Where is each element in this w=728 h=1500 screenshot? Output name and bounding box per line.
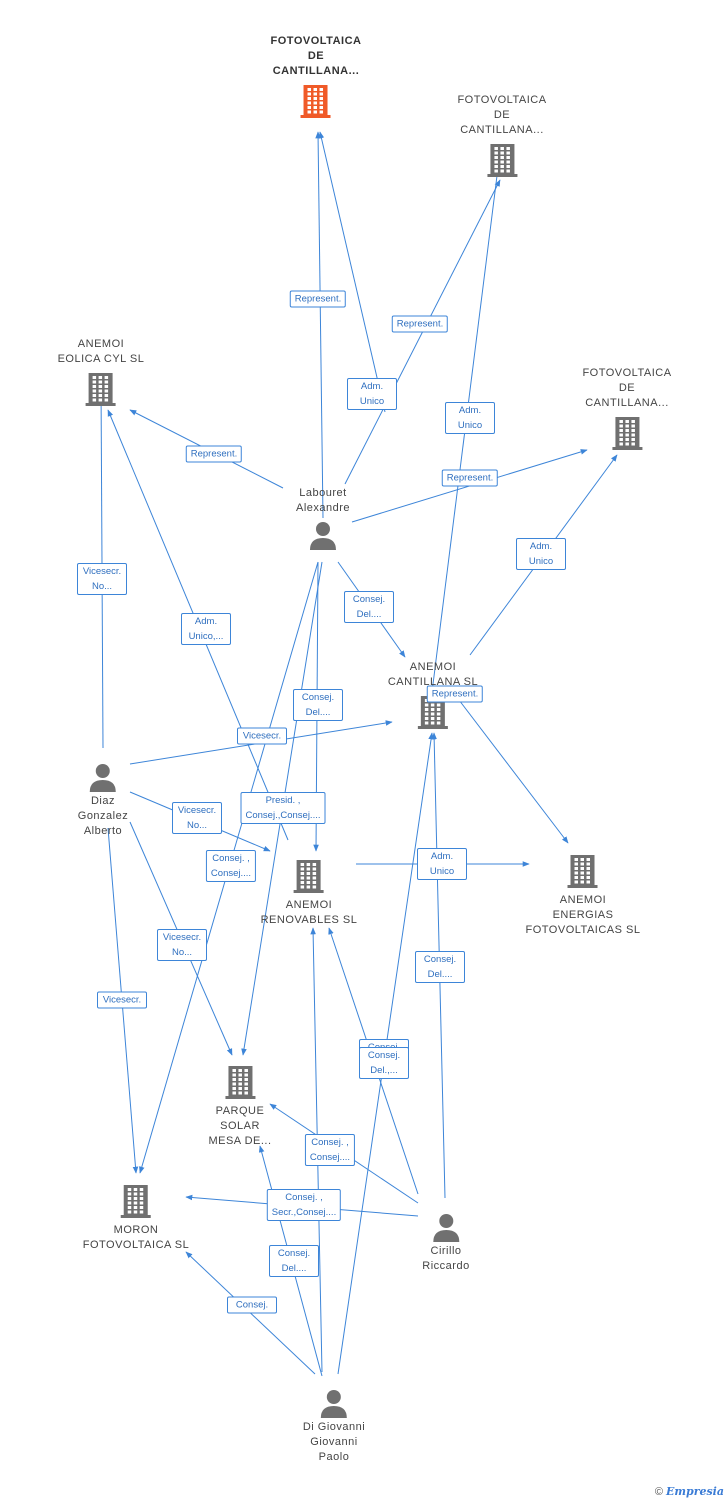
node-name[interactable]: ANEMOI EOLICA CYL SL	[57, 338, 145, 365]
edge-label[interactable]: Vicesecr. No...	[172, 802, 222, 834]
edge-label[interactable]: Represent.	[289, 290, 347, 308]
node-name[interactable]: ANEMOI RENOVABLES SL	[260, 899, 358, 926]
edge-label[interactable]: Adm. Unico	[417, 848, 467, 880]
company-node-renovables[interactable]: ANEMOI RENOVABLES SL	[261, 858, 358, 928]
node-name[interactable]: PARQUE SOLAR MESA DE...	[208, 1105, 272, 1147]
company-node-energias[interactable]: ANEMOI ENERGIAS FOTOVOLTAICAS SL	[526, 853, 641, 938]
company-node-fc1[interactable]: FOTOVOLTAICA DE CANTILLANA...	[271, 34, 362, 119]
person-node-labouret[interactable]: Labouret Alexandre	[296, 486, 350, 550]
edge-label[interactable]: Adm. Unico	[347, 378, 397, 410]
edge-label[interactable]: Represent.	[185, 445, 243, 463]
edge-label[interactable]: Consej.	[227, 1296, 277, 1314]
edge-label[interactable]: Consej. , Consej....	[205, 850, 257, 882]
person-icon[interactable]	[78, 762, 128, 792]
person-node-cirillo[interactable]: Cirillo Riccardo	[422, 1212, 469, 1274]
edge-label[interactable]: Vicesecr.	[237, 727, 287, 745]
relationship-edge	[315, 131, 324, 519]
node-name[interactable]: Di Giovanni Giovanni Paolo	[302, 1421, 366, 1463]
company-node-fc2[interactable]: FOTOVOLTAICA DE CANTILLANA...	[457, 93, 546, 178]
person-icon[interactable]	[422, 1212, 469, 1242]
edge-label[interactable]: Vicesecr. No...	[157, 929, 207, 961]
edge-label[interactable]: Consej. , Consej....	[304, 1134, 356, 1166]
edge-label[interactable]: Vicesecr. No...	[77, 563, 127, 595]
node-name[interactable]: MORON FOTOVOLTAICA SL	[82, 1224, 190, 1251]
building-icon[interactable]	[582, 415, 671, 451]
edge-label[interactable]: Presid. , Consej.,Consej....	[240, 792, 326, 824]
building-icon[interactable]	[58, 371, 145, 407]
relationship-edge	[318, 131, 386, 413]
building-icon[interactable]	[457, 142, 546, 178]
footer: © Empresia	[655, 1485, 724, 1498]
node-name[interactable]: ANEMOI CANTILLANA SL	[387, 661, 479, 688]
copyright-symbol: ©	[654, 1486, 663, 1498]
building-icon[interactable]	[271, 83, 362, 119]
edge-label[interactable]: Adm. Unico	[516, 538, 566, 570]
person-node-diaz[interactable]: Diaz Gonzalez Alberto	[78, 762, 128, 839]
brand-logo[interactable]: Empresia	[665, 1485, 724, 1498]
node-name[interactable]: Diaz Gonzalez Alberto	[77, 795, 129, 837]
edge-label[interactable]: Consej. Del.,...	[359, 1047, 409, 1079]
building-icon[interactable]	[261, 858, 358, 894]
building-icon[interactable]	[83, 1183, 190, 1219]
edge-label[interactable]: Adm. Unico,...	[181, 613, 231, 645]
node-name[interactable]: FOTOVOLTAICA DE CANTILLANA...	[582, 367, 672, 409]
edge-label[interactable]: Vicesecr.	[97, 991, 147, 1009]
person-icon[interactable]	[303, 1388, 365, 1418]
company-node-moron[interactable]: MORON FOTOVOLTAICA SL	[83, 1183, 190, 1253]
edge-label[interactable]: Consej. Del....	[344, 591, 394, 623]
company-node-fc3[interactable]: FOTOVOLTAICA DE CANTILLANA...	[582, 366, 671, 451]
person-icon[interactable]	[296, 520, 350, 550]
node-name[interactable]: Cirillo Riccardo	[422, 1245, 470, 1272]
company-node-eolica[interactable]: ANEMOI EOLICA CYL SL	[58, 337, 145, 407]
person-node-digiovanni[interactable]: Di Giovanni Giovanni Paolo	[303, 1388, 365, 1465]
node-name[interactable]: FOTOVOLTAICA DE CANTILLANA...	[457, 94, 547, 136]
edge-label[interactable]: Consej. , Secr.,Consej....	[266, 1189, 342, 1221]
relationship-edge	[458, 699, 569, 844]
node-name[interactable]: Labouret Alexandre	[295, 487, 351, 514]
company-node-parque[interactable]: PARQUE SOLAR MESA DE...	[208, 1064, 271, 1149]
node-name[interactable]: ANEMOI ENERGIAS FOTOVOLTAICAS SL	[525, 894, 641, 936]
edge-label[interactable]: Consej. Del....	[293, 689, 343, 721]
building-icon[interactable]	[208, 1064, 271, 1100]
edge-label[interactable]: Represent.	[391, 315, 449, 333]
edge-label[interactable]: Represent.	[441, 469, 499, 487]
edge-label[interactable]: Adm. Unico	[445, 402, 495, 434]
node-name[interactable]: FOTOVOLTAICA DE CANTILLANA...	[270, 35, 362, 77]
building-icon[interactable]	[526, 853, 641, 889]
edge-label[interactable]: Consej. Del....	[415, 951, 465, 983]
edge-label[interactable]: Consej. Del....	[269, 1245, 319, 1277]
edge-label[interactable]: Represent.	[426, 685, 484, 703]
